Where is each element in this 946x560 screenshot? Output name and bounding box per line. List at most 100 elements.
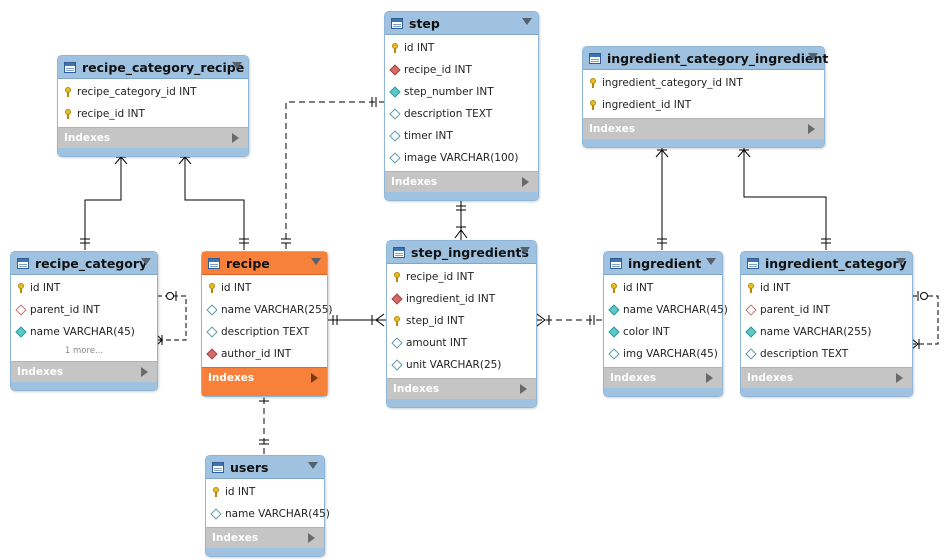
primary-key-icon	[63, 87, 73, 97]
collapse-toggle-icon[interactable]	[308, 462, 318, 469]
table-icon	[589, 52, 601, 64]
nullable-column-icon	[206, 326, 218, 338]
collapse-toggle-icon[interactable]	[311, 258, 321, 265]
column-row[interactable]: id INT	[604, 277, 722, 299]
table-footer	[206, 548, 324, 556]
indexes-section[interactable]: Indexes	[604, 367, 722, 388]
column-row[interactable]: unit VARCHAR(25)	[387, 354, 536, 376]
primary-key-icon	[392, 272, 402, 282]
column-row[interactable]: id INT	[741, 277, 912, 299]
column-row[interactable]: description TEXT	[741, 343, 912, 365]
rel-ici-ingredient-category	[743, 140, 827, 250]
column-row[interactable]: id INT	[202, 277, 327, 299]
primary-key-icon	[609, 283, 619, 293]
column-row[interactable]: amount INT	[387, 332, 536, 354]
expand-arrow-icon[interactable]	[808, 124, 815, 134]
column-row[interactable]: ingredient_id INT	[583, 94, 824, 116]
column-row[interactable]: id INT	[11, 277, 157, 299]
column-row[interactable]: name VARCHAR(255)	[741, 321, 912, 343]
column-row[interactable]: id INT	[385, 37, 538, 59]
column-row[interactable]: description TEXT	[202, 321, 327, 343]
column-row[interactable]: color INT	[604, 321, 722, 343]
column-row[interactable]: description TEXT	[385, 103, 538, 125]
expand-arrow-icon[interactable]	[141, 367, 148, 377]
collapse-toggle-icon[interactable]	[896, 258, 906, 265]
collapse-toggle-icon[interactable]	[141, 258, 151, 265]
column-label: recipe_id INT	[404, 64, 472, 76]
table-recipe-category-recipe[interactable]: recipe_category_recipe recipe_category_i…	[57, 55, 249, 157]
nullable-column-icon	[391, 337, 403, 349]
column-label: parent_id INT	[760, 304, 830, 316]
table-step-ingredients[interactable]: step_ingredients recipe_id INT ingredien…	[386, 240, 537, 408]
not-null-column-icon	[15, 326, 27, 338]
table-step[interactable]: step id INT recipe_id INT step_number IN…	[384, 11, 539, 201]
collapse-toggle-icon[interactable]	[232, 62, 242, 69]
expand-arrow-icon[interactable]	[308, 533, 315, 543]
indexes-section[interactable]: Indexes	[58, 127, 248, 148]
column-label: id INT	[760, 282, 791, 294]
column-row[interactable]: name VARCHAR(45)	[604, 299, 728, 321]
expand-arrow-icon[interactable]	[232, 133, 239, 143]
table-name: recipe_category_recipe	[82, 59, 245, 75]
indexes-label: Indexes	[208, 372, 255, 384]
table-recipe-category[interactable]: recipe_category id INT parent_id INT nam…	[10, 251, 158, 391]
table-name: step	[409, 15, 440, 31]
column-label: timer INT	[404, 130, 453, 142]
table-footer	[385, 192, 538, 200]
collapse-toggle-icon[interactable]	[808, 53, 818, 60]
column-row[interactable]: name VARCHAR(45)	[11, 321, 157, 343]
column-row[interactable]: timer INT	[385, 125, 538, 147]
column-row[interactable]: ingredient_category_id INT	[583, 72, 824, 94]
collapse-toggle-icon[interactable]	[522, 18, 532, 25]
table-ingredient-category-ingredient[interactable]: ingredient_category_ingredient ingredien…	[582, 46, 828, 148]
column-row[interactable]: step_id INT	[387, 310, 536, 332]
table-ingredient-category[interactable]: ingredient_category id INT parent_id INT…	[740, 251, 913, 397]
rel-step-recipe	[285, 101, 385, 250]
column-label: name VARCHAR(255)	[221, 304, 333, 316]
expand-arrow-icon[interactable]	[896, 373, 903, 383]
column-row[interactable]: id INT	[206, 481, 324, 503]
expand-arrow-icon[interactable]	[311, 373, 318, 383]
column-row[interactable]: img VARCHAR(45)	[604, 343, 722, 365]
primary-key-icon	[746, 283, 756, 293]
nullable-column-icon	[745, 348, 757, 360]
column-label: amount INT	[406, 337, 468, 349]
column-row[interactable]: ingredient_id INT	[387, 288, 536, 310]
column-row[interactable]: parent_id INT	[11, 299, 157, 321]
table-ingredient[interactable]: ingredient id INT name VARCHAR(45) color…	[603, 251, 728, 397]
indexes-section[interactable]: Indexes	[385, 171, 538, 192]
column-row[interactable]: author_id INT	[202, 343, 327, 365]
foreign-key-icon	[391, 293, 403, 305]
table-name: users	[230, 459, 269, 475]
table-users[interactable]: users id INT name VARCHAR(45) Indexes	[205, 455, 330, 557]
indexes-section[interactable]: Indexes	[387, 378, 536, 399]
expand-arrow-icon[interactable]	[520, 384, 527, 394]
column-row[interactable]: recipe_id INT	[387, 266, 536, 288]
column-row[interactable]: recipe_category_id INT	[58, 81, 248, 103]
expand-arrow-icon[interactable]	[706, 373, 713, 383]
indexes-section[interactable]: Indexes	[11, 361, 157, 382]
collapse-toggle-icon[interactable]	[706, 258, 716, 265]
indexes-section[interactable]: Indexes	[741, 367, 912, 388]
indexes-section[interactable]: Indexes	[206, 527, 324, 548]
not-null-column-icon	[389, 86, 401, 98]
column-row[interactable]: parent_id INT	[741, 299, 912, 321]
column-row[interactable]: recipe_id INT	[385, 59, 538, 81]
column-label: name VARCHAR(45)	[30, 326, 135, 338]
indexes-section[interactable]: Indexes	[583, 118, 824, 139]
column-row[interactable]: image VARCHAR(100)	[385, 147, 538, 169]
collapse-toggle-icon[interactable]	[520, 247, 530, 254]
column-row[interactable]: recipe_id INT	[58, 103, 248, 125]
column-row[interactable]: name VARCHAR(255)	[202, 299, 333, 321]
column-row[interactable]: name VARCHAR(45)	[206, 503, 330, 525]
expand-arrow-icon[interactable]	[522, 177, 529, 187]
column-row[interactable]: step_number INT	[385, 81, 538, 103]
table-icon	[64, 61, 76, 73]
column-label: recipe_category_id INT	[77, 86, 197, 98]
table-recipe[interactable]: recipe id INT name VARCHAR(255) descript…	[201, 251, 333, 397]
more-columns-link[interactable]: 1 more...	[64, 346, 104, 356]
column-label: id INT	[623, 282, 654, 294]
column-label: ingredient_category_id INT	[602, 77, 743, 89]
indexes-section[interactable]: Indexes	[202, 367, 327, 388]
table-name: step_ingredients	[411, 244, 529, 260]
